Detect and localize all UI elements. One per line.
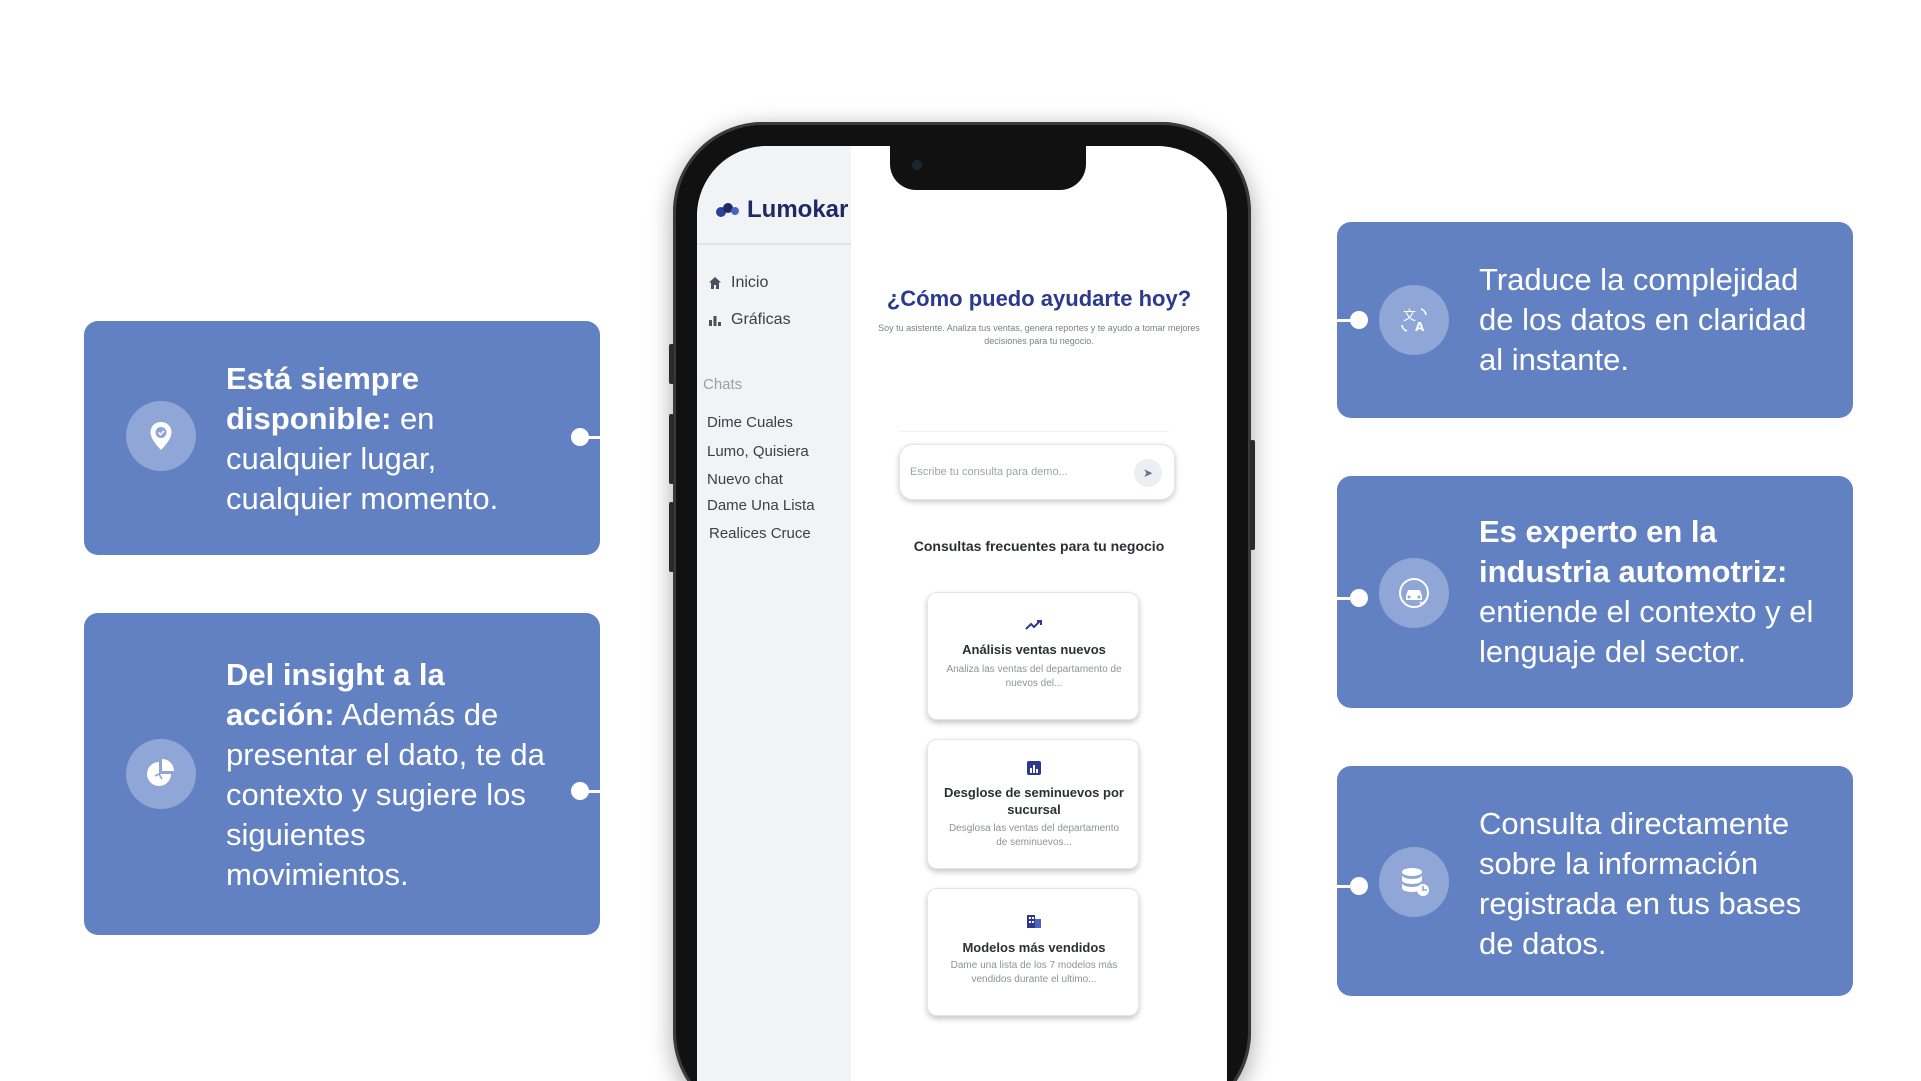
feature-text: Es experto en la industria automotriz: e… [1479,512,1819,672]
query-box: ➤ [899,444,1175,500]
connector-dot [571,782,589,800]
nav-item-graficas[interactable]: Gráficas [707,311,791,329]
faq-card-title: Desglose de seminuevos por sucursal [944,785,1124,817]
camera-icon [912,160,922,170]
feature-card-availability: Está siempre disponible: en cualquier lu… [84,321,600,555]
connector-dot [571,428,589,446]
faq-card[interactable]: Modelos más vendidos Dame una lista de l… [927,888,1139,1016]
brand-name: Lumokar [747,196,849,223]
faq-card-title: Análisis ventas nuevos [962,642,1106,657]
car-check-icon [1379,558,1449,628]
send-icon: ➤ [1142,466,1154,480]
feature-body: Además de presentar el dato, te da conte… [226,697,545,892]
svg-text:文: 文 [1403,309,1416,324]
location-pin-icon [126,401,196,471]
page-title: ¿Cómo puedo ayudarte hoy? [886,286,1192,311]
svg-text:A: A [1415,320,1425,334]
divider [899,431,1169,432]
chat-item[interactable]: Dame Una Lista [707,497,815,514]
page-subtitle: Soy tu asistente. Analiza tus ventas, ge… [878,323,1200,346]
divider [697,243,851,245]
faq-card-desc: Desglosa las ventas del departamento de … [948,823,1120,848]
connector-dot [648,782,666,800]
phone-side-button [669,414,674,484]
chat-item[interactable]: Realices Cruce [709,525,811,542]
connector-line [576,436,658,439]
phone-side-button [669,502,674,572]
app-main: ¿Cómo puedo ayudarte hoy? Soy tu asisten… [851,146,1227,1081]
home-icon [709,277,721,289]
faq-card-desc: Dame una lista de los 7 modelos más vend… [950,960,1118,985]
database-icon [1379,847,1449,917]
connector-dot [648,428,666,446]
feature-card-automotive: Es experto en la industria automotriz: e… [1337,476,1853,708]
app-sidebar: Lumokar Inicio Gráficas Chats Dime Cuale… [697,146,851,1081]
faq-card-title: Modelos más vendidos [962,940,1106,955]
brand-logo[interactable]: Lumokar [715,196,848,224]
nav-item-label: Gráficas [731,311,791,328]
feature-text: Está siempre disponible: en cualquier lu… [226,359,556,519]
feature-text: Traduce la complejidad de los datos en c… [1479,260,1819,380]
phone-side-button [1250,440,1255,550]
send-button[interactable]: ➤ [1134,459,1162,487]
connector-line [576,790,658,793]
connector-dot [1350,877,1368,895]
connector-line [1337,597,1359,600]
nav-item-inicio[interactable]: Inicio [707,274,768,292]
trend-up-icon [1024,617,1044,633]
query-input[interactable] [910,459,1120,485]
feature-bold: Es experto en la industria automotriz: [1479,514,1788,589]
phone-mockup: Lumokar Inicio Gráficas Chats Dime Cuale… [669,122,1255,1081]
pie-chart-icon [126,739,196,809]
feature-card-database: Consulta directamente sobre la informaci… [1337,766,1853,996]
chat-item[interactable]: Nuevo chat [707,471,783,488]
nav-item-label: Inicio [731,274,769,291]
feature-bold: Está siempre disponible: [226,361,419,436]
lumokar-logo-icon [716,203,739,217]
connector-dot [1350,311,1368,329]
feature-body: en cualquier lugar, cualquier momento. [226,401,499,516]
chats-heading: Chats [703,376,743,393]
phone-screen: Lumokar Inicio Gráficas Chats Dime Cuale… [697,146,1227,1081]
building-icon [1024,913,1044,929]
faq-card-desc: Analiza las ventas del departamento de n… [946,664,1122,689]
feature-card-insight: Del insight a la acción: Además de prese… [84,613,600,935]
feature-body: Consulta directamente sobre la informaci… [1479,806,1802,961]
chat-item[interactable]: Lumo, Quisiera [707,443,809,460]
bar-chart-icon [709,316,721,326]
bar-chart-icon [1024,760,1044,776]
faq-card[interactable]: Desglose de seminuevos por sucursal Desg… [927,739,1139,869]
phone-notch [890,146,1086,190]
feature-body: entiende el contexto y el lenguaje del s… [1479,594,1814,669]
feature-body: Traduce la complejidad de los datos en c… [1479,262,1807,377]
connector-dot [1350,589,1368,607]
feature-text: Consulta directamente sobre la informaci… [1479,804,1819,964]
faq-title: Consultas frecuentes para tu negocio [913,538,1165,554]
connector-line [1337,319,1359,322]
connector-line [1337,885,1359,888]
chat-item[interactable]: Dime Cuales [707,414,793,431]
faq-card[interactable]: Análisis ventas nuevos Analiza las venta… [927,592,1139,720]
phone-side-button [669,344,674,384]
feature-text: Del insight a la acción: Además de prese… [226,655,556,895]
feature-bold: Del insight a la acción: [226,657,445,732]
